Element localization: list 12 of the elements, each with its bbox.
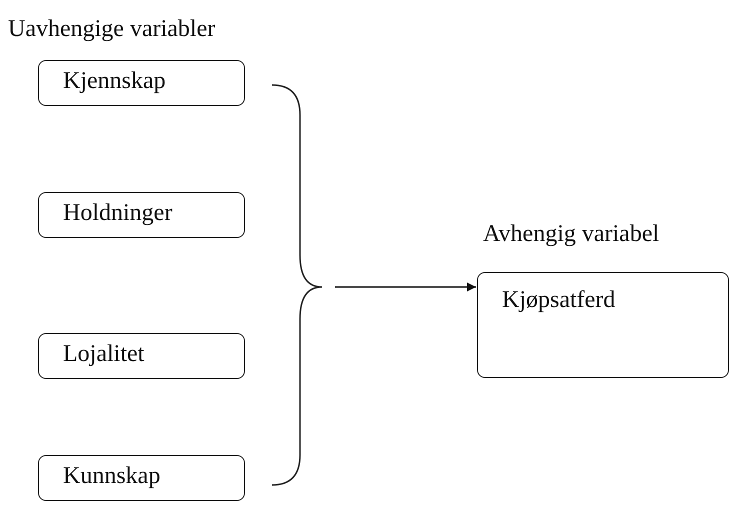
group-heading: Uavhengige variabler xyxy=(8,16,216,43)
variable-name: Kjøpsatferd xyxy=(502,287,616,314)
variable-box xyxy=(38,60,245,106)
variable-box xyxy=(38,192,245,238)
variable-name: Kjennskap xyxy=(63,68,166,95)
variable-name: Lojalitet xyxy=(63,341,144,368)
arrow xyxy=(335,282,476,292)
variable-box xyxy=(38,333,245,379)
variable-name: Kunnskap xyxy=(63,463,160,490)
variable-box xyxy=(38,455,245,501)
variable-name: Holdninger xyxy=(63,200,172,227)
heading: Avhengig variabel xyxy=(483,221,660,248)
